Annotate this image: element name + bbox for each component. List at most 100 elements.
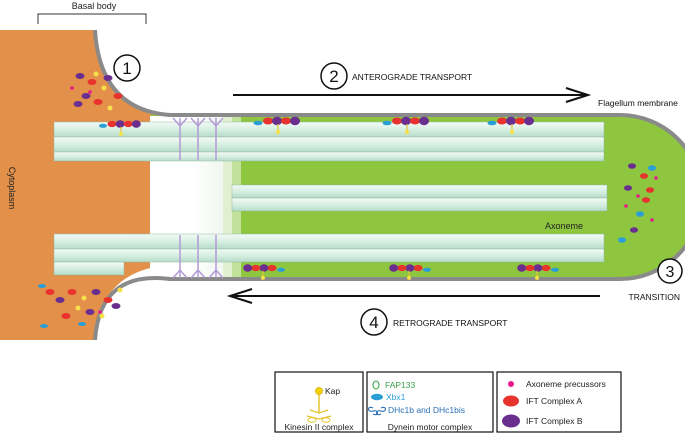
legend-kinesin-title: Kinesin II complex: [285, 422, 355, 432]
axoneme-precursor: [88, 90, 92, 94]
ift-complex-b: [401, 116, 411, 126]
kinesin-motor-icon: [306, 409, 332, 420]
step-3-number: 3: [666, 264, 675, 281]
kinesin-motor: [509, 129, 515, 135]
flagellum-membrane-outline: [93, 29, 685, 341]
tip-cargo: [636, 211, 644, 217]
basal-cargo: [67, 289, 77, 295]
step-2-marker: 2: [320, 62, 348, 90]
ift-complex-a: [123, 120, 133, 128]
flagellum-membrane-label: Flagellum membrane: [598, 98, 678, 108]
ift-complex-b: [290, 116, 300, 126]
ift-complex-a: [107, 120, 117, 128]
ift-complex-b: [389, 264, 399, 272]
dynein-motor: [78, 322, 86, 326]
basal-cargo: [45, 289, 55, 295]
ift-complex-b: [405, 264, 415, 272]
legend-ift-box: Axoneme precussors IFT Complex A IFT Com…: [496, 371, 622, 433]
basal-cargo: [111, 303, 121, 309]
tip-cargo: [628, 163, 636, 169]
ift-complex-b: [243, 264, 253, 272]
transition-fibers: [172, 117, 224, 279]
axoneme-tubule: [231, 184, 608, 199]
legend-ift-a: IFT Complex A: [526, 396, 582, 406]
cytoplasm-region: [0, 30, 170, 340]
ift-complex-a: [281, 117, 291, 125]
basal-body-label: Basal body: [72, 1, 117, 11]
basal-cargo: [81, 295, 87, 301]
ift-complex-b: [517, 264, 527, 272]
basal-cargo: [99, 313, 105, 319]
basal-cargo: [75, 73, 85, 79]
legend-ift-b: IFT Complex B: [526, 416, 583, 426]
axoneme-precursor: [654, 176, 658, 180]
cytoplasm-label: Cytoplasm: [7, 167, 17, 210]
dynein-motor: [38, 284, 46, 288]
ift-complex-b: [506, 116, 516, 126]
legend-precursors: Axoneme precussors: [526, 379, 606, 389]
ift-complex-a: [515, 117, 525, 125]
tip-cargo: [618, 237, 626, 243]
fap133-icon: [372, 380, 380, 390]
kinesin-motor: [119, 131, 123, 136]
step-4-marker: 4: [360, 308, 388, 336]
basal-cargo: [101, 85, 107, 91]
step-4-number: 4: [369, 313, 378, 332]
ift-complex-a: [397, 264, 407, 272]
ift-complex-b: [524, 116, 534, 126]
axoneme-label: Axoneme: [545, 221, 583, 231]
basal-body-bracket: [37, 13, 147, 24]
legend-fap133: FAP133: [385, 380, 416, 390]
kinesin-motor: [407, 275, 411, 280]
ift-complex-a: [541, 264, 551, 272]
legend-dynein-title: Dynein motor complex: [388, 422, 473, 432]
legend-kinesin-box: Kap Kinesin II complex: [274, 371, 364, 433]
dynein-motor: [550, 267, 560, 272]
tip-cargo: [630, 227, 638, 233]
kinesin-motor: [261, 275, 265, 280]
axoneme-precursor: [624, 204, 628, 208]
axoneme-tubule: [53, 151, 605, 162]
ift-complex-b: [419, 116, 429, 126]
ift-b-icon: [502, 414, 520, 428]
axoneme-precursor: [650, 218, 654, 222]
ift-complex-b: [115, 120, 125, 128]
tip-cargo: [640, 173, 648, 179]
ift-complex-a: [497, 117, 507, 125]
ift-complex-a: [413, 264, 423, 272]
axoneme-tubule: [53, 248, 605, 263]
step-1-number: 1: [122, 59, 131, 78]
basal-cargo: [87, 79, 97, 85]
ift-complex-a: [267, 264, 277, 272]
axoneme-precursor: [98, 310, 102, 314]
dynein-motor: [253, 120, 263, 126]
basal-cargo: [113, 93, 123, 99]
legend-kap: Kap: [325, 386, 340, 396]
tip-cargo: [624, 185, 632, 191]
basal-cargo: [93, 99, 103, 105]
ift-complex-a: [525, 264, 535, 272]
legend-dynein-box: FAP133 Xbx1 DHc1b and DHc1bis Dynein mot…: [366, 371, 494, 433]
dynein-motor: [382, 120, 392, 126]
basal-cargo: [107, 105, 113, 111]
ift-complex-a: [410, 117, 420, 125]
basal-cargo: [103, 75, 113, 81]
axoneme-precursor: [636, 194, 640, 198]
anterograde-label: ANTEROGRADE TRANSPORT: [352, 72, 472, 82]
legend-dhc: DHc1b and DHc1bis: [388, 405, 465, 415]
kinesin-motor: [535, 275, 539, 280]
basal-cargo: [103, 297, 113, 303]
ift-complex-a: [263, 117, 273, 125]
ift-complex-a: [392, 117, 402, 125]
step-3-marker: 3: [657, 258, 683, 284]
dynein-motor: [98, 123, 108, 128]
retrograde-label: RETROGRADE TRANSPORT: [393, 318, 507, 328]
axoneme-tubule: [53, 233, 605, 250]
basal-cargo: [81, 93, 91, 99]
retrograde-arrow: [226, 288, 600, 304]
xbx1-icon: [371, 393, 383, 401]
transition-label: TRANSITION: [629, 292, 680, 302]
basal-cargo: [61, 313, 71, 319]
axoneme-tubule: [231, 197, 608, 212]
